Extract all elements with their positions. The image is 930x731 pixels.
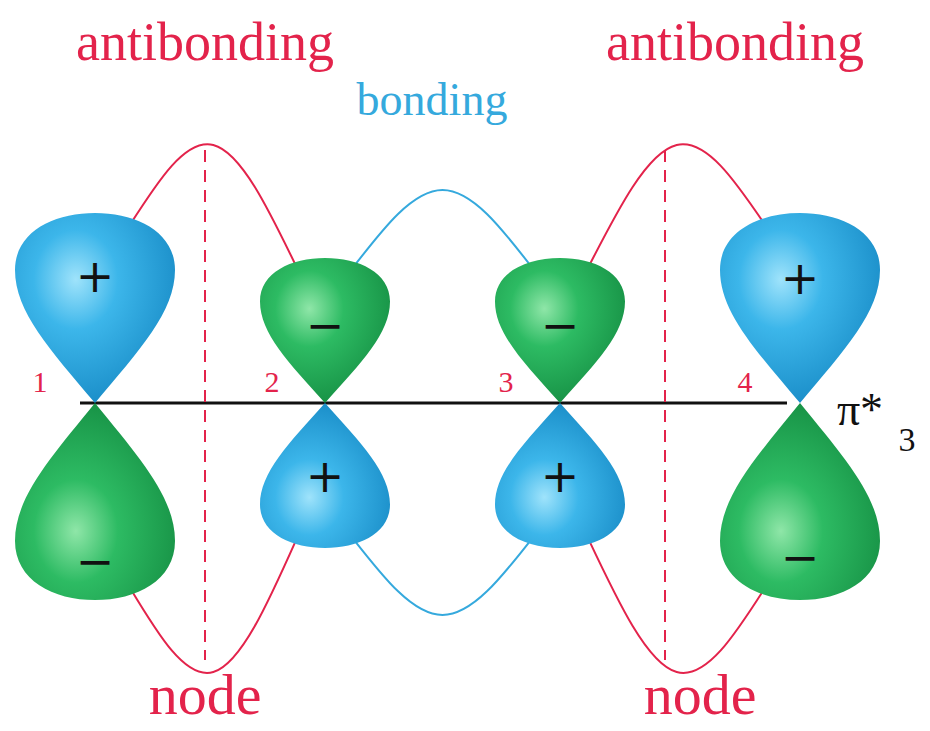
orbital-symbol: π*: [837, 387, 883, 433]
bond-character: antibonding: [606, 15, 864, 69]
atom-number: 4: [738, 367, 753, 397]
lobe-fill: [260, 258, 390, 403]
lobe-fill: [260, 403, 390, 548]
orbital-lobe: −: [260, 258, 390, 403]
bond-character: bonding: [357, 77, 508, 123]
phase-sign: −: [260, 302, 390, 348]
phase-sign: +: [720, 255, 880, 301]
phase-sign: +: [260, 453, 390, 499]
overlap-arc: [354, 190, 532, 267]
atom-number: 1: [33, 367, 48, 397]
molecular-axis: [80, 402, 787, 405]
orbital-subscript: 3: [899, 423, 916, 457]
lobe-fill: [15, 403, 175, 600]
atom-number: 2: [265, 367, 280, 397]
node-plane: [204, 150, 206, 660]
phase-sign: −: [495, 302, 625, 348]
orbital-lobe: −: [15, 403, 175, 600]
orbital-lobe: +: [260, 403, 390, 548]
phase-sign: −: [720, 534, 880, 580]
node-plane: [664, 150, 666, 660]
lobe-fill: [495, 403, 625, 548]
node-label: node: [644, 666, 757, 724]
phase-sign: −: [15, 538, 175, 584]
node-label: node: [149, 666, 262, 724]
phase-sign: +: [495, 453, 625, 499]
lobe-fill: [720, 213, 880, 403]
orbital-lobe: +: [495, 403, 625, 548]
phase-sign: +: [15, 253, 175, 299]
lobe-fill: [495, 258, 625, 403]
lobe-fill: [15, 213, 175, 403]
atom-number: 3: [499, 367, 514, 397]
overlap-arc: [354, 539, 532, 615]
orbital-lobe: −: [495, 258, 625, 403]
bond-character: antibonding: [76, 15, 334, 69]
